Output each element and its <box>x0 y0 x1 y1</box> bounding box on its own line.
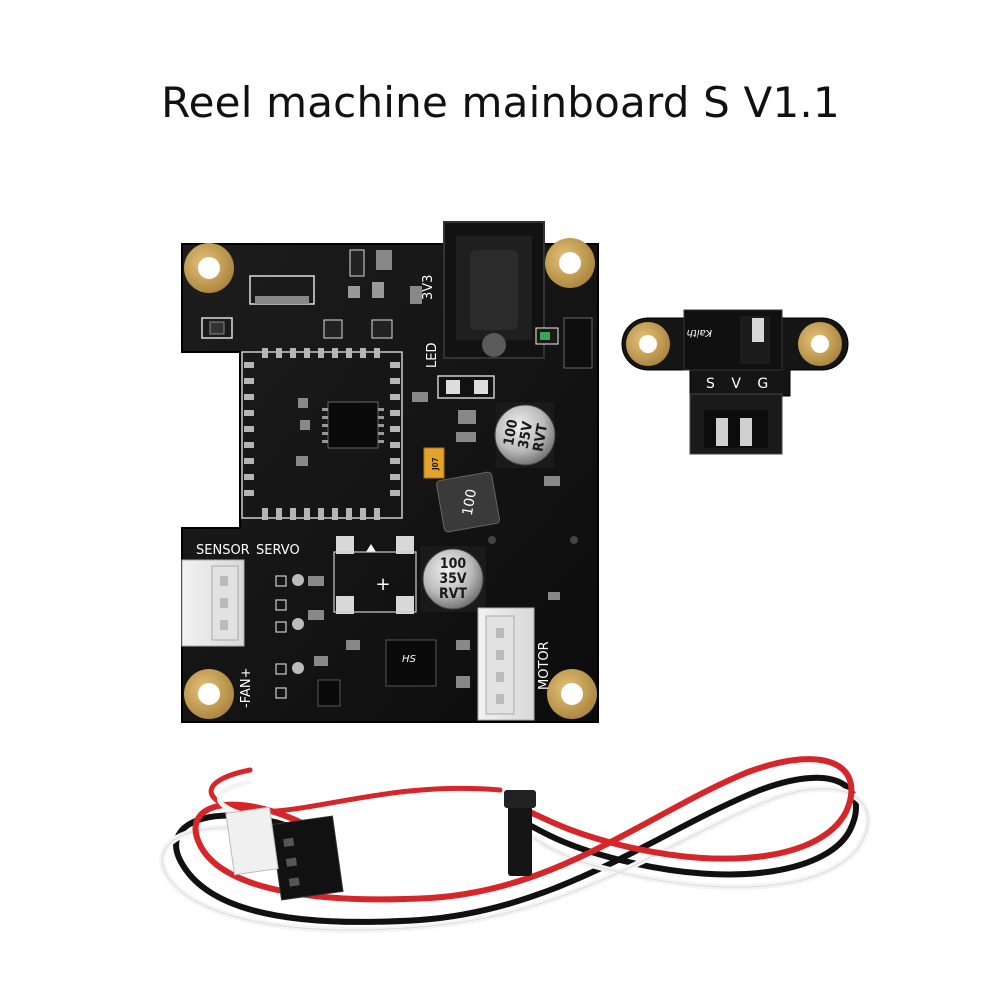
mount-pads: + <box>333 536 417 614</box>
main-ic <box>327 401 379 449</box>
page-title: Reel machine mainboard S V1.1 <box>161 78 840 127</box>
mounting-hole <box>545 238 595 288</box>
cable-connector-white <box>225 806 279 876</box>
svg-text:RVT: RVT <box>530 422 551 453</box>
svg-text:+: + <box>375 574 390 595</box>
cable-tie <box>504 790 536 876</box>
mounting-hole <box>184 669 234 719</box>
label-fan: -FAN+ <box>239 668 254 709</box>
esp-module-footprint <box>241 348 403 520</box>
sensor-pin-label: S V G <box>706 376 774 392</box>
cable-connector-black <box>270 815 344 901</box>
motor-driver-chip: HS <box>385 639 437 687</box>
pin-strip <box>255 296 309 304</box>
motor-connector <box>477 607 535 721</box>
diode <box>563 317 593 369</box>
svg-text:HS: HS <box>402 654 417 665</box>
svg-text:100: 100 <box>460 488 480 517</box>
svg-text:35V: 35V <box>439 571 467 587</box>
label-servo: SERVO <box>256 543 300 558</box>
electrolytic-capacitor: 100 35V RVT <box>494 402 556 468</box>
inductor: 100 <box>436 471 500 533</box>
mainboard-pcb: 3V3 LED <box>181 221 599 723</box>
mounting-hole <box>184 243 234 293</box>
dc-power-jack <box>443 221 545 359</box>
svg-text:RVT: RVT <box>439 586 467 602</box>
sensor-connector <box>181 559 245 647</box>
mounting-hole <box>547 669 597 719</box>
svg-text:100: 100 <box>501 418 521 447</box>
sensor-module: Kaith S V G <box>621 309 849 455</box>
label-3v3: 3V3 <box>421 275 436 300</box>
svg-text:35V: 35V <box>516 420 537 450</box>
tantalum-capacitor: J07 <box>423 447 445 479</box>
sensor-brand: Kaith <box>687 327 712 338</box>
svg-text:J07: J07 <box>431 457 440 471</box>
label-sensor: SENSOR <box>196 543 250 558</box>
electrolytic-capacitor: 100 35V RVT <box>420 546 486 612</box>
button-outline <box>201 317 233 339</box>
label-led: LED <box>425 343 440 368</box>
label-motor: MOTOR <box>537 641 552 690</box>
svg-text:100: 100 <box>440 556 467 572</box>
